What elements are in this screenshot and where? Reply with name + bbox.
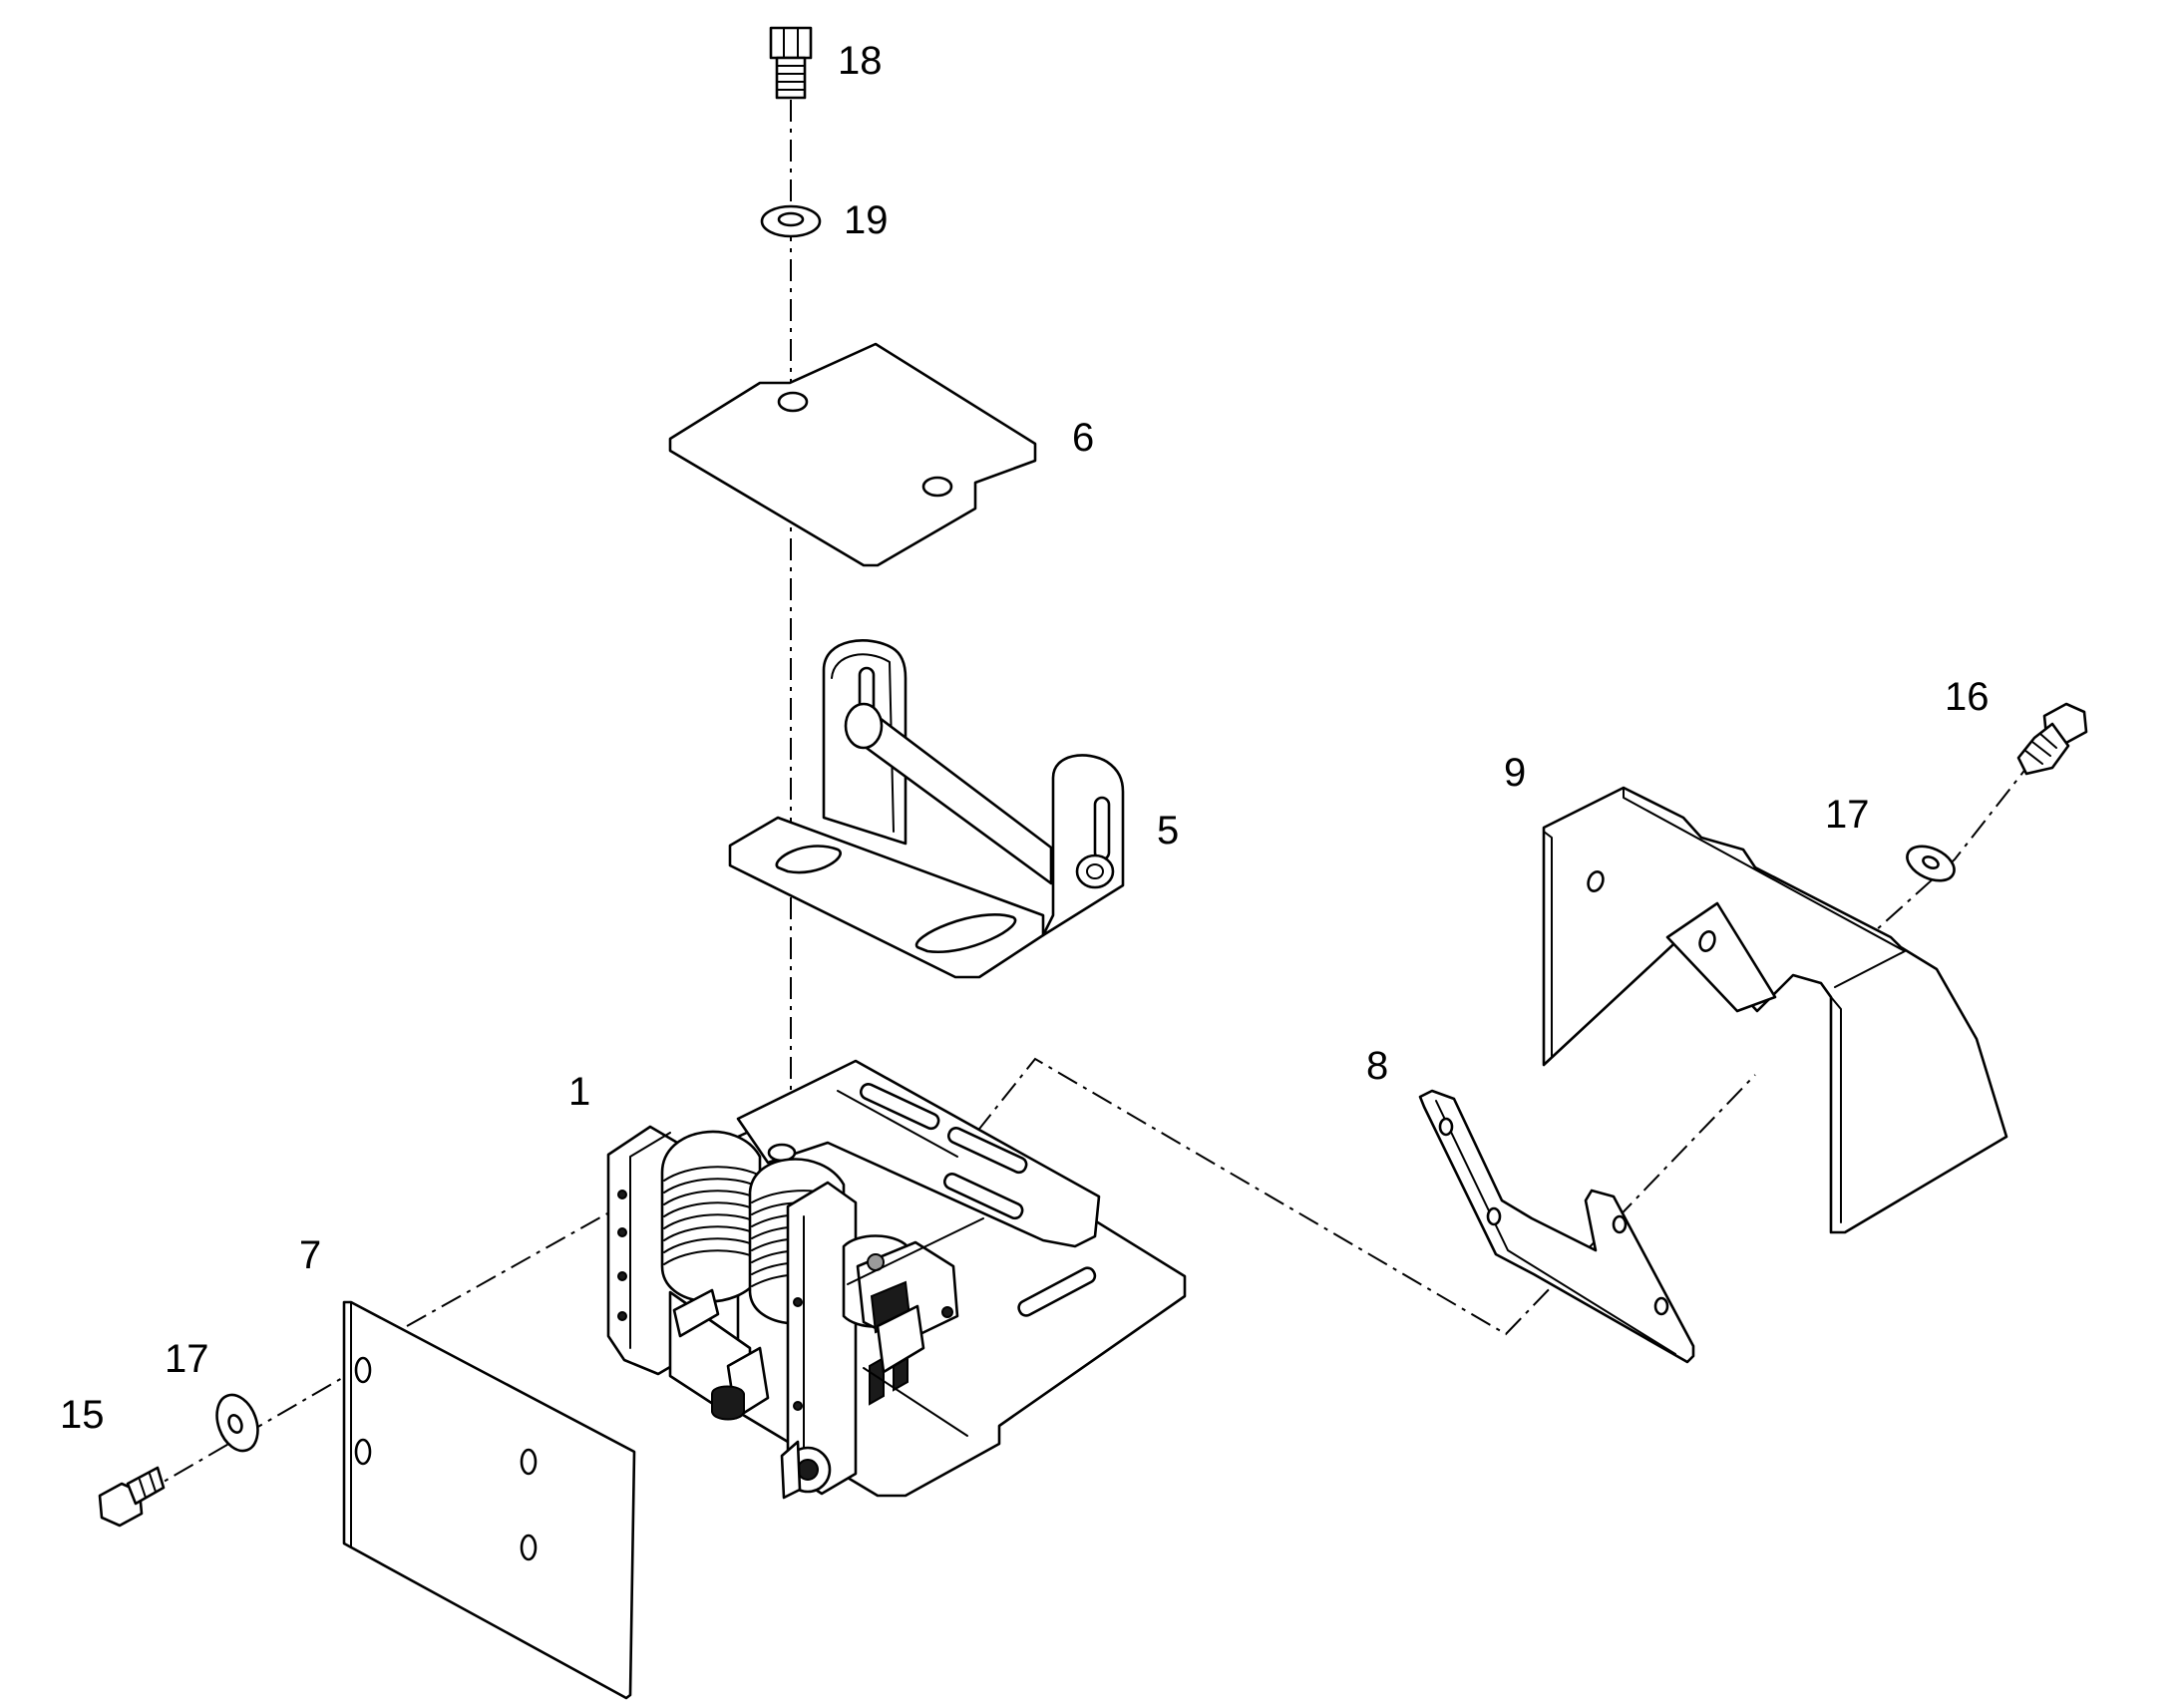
part-17-washer-left: [215, 1393, 259, 1453]
callout-1: 1: [568, 1070, 590, 1114]
callout-17-right: 17: [1825, 793, 1870, 837]
part-17-washer-right: [1906, 845, 1956, 882]
callout-16: 16: [1945, 675, 1990, 719]
callout-17-left: 17: [165, 1337, 209, 1381]
callout-7: 7: [299, 1233, 321, 1277]
callout-labels: 18 19 6 5 1 7 17 15 9 8 17 16: [60, 39, 1990, 1437]
part-9-shield-housing: [1542, 786, 2008, 1234]
part-15-hex-bolt: [98, 1466, 166, 1528]
callout-6: 6: [1072, 416, 1094, 460]
part-6-cover-plate: [668, 342, 1037, 567]
callout-19: 19: [844, 198, 889, 242]
callout-9: 9: [1504, 751, 1526, 795]
part-5-roller-bracket: [728, 639, 1125, 979]
part-8-bracket: [1418, 1089, 1695, 1364]
callout-5: 5: [1157, 809, 1179, 853]
part-19-washer: [760, 204, 822, 238]
part-1-actuator-base-assembly: [606, 1059, 1187, 1500]
part-7-cover-plate: [342, 1300, 636, 1700]
cover-axis-line: [406, 1207, 617, 1327]
screw16-axis-line: [1854, 757, 2035, 950]
part-18-hex-bolt: [769, 26, 813, 100]
callout-15: 15: [60, 1393, 105, 1437]
callout-18: 18: [838, 39, 883, 83]
callout-8: 8: [1366, 1044, 1388, 1088]
part-16-hex-bolt: [2016, 702, 2088, 776]
